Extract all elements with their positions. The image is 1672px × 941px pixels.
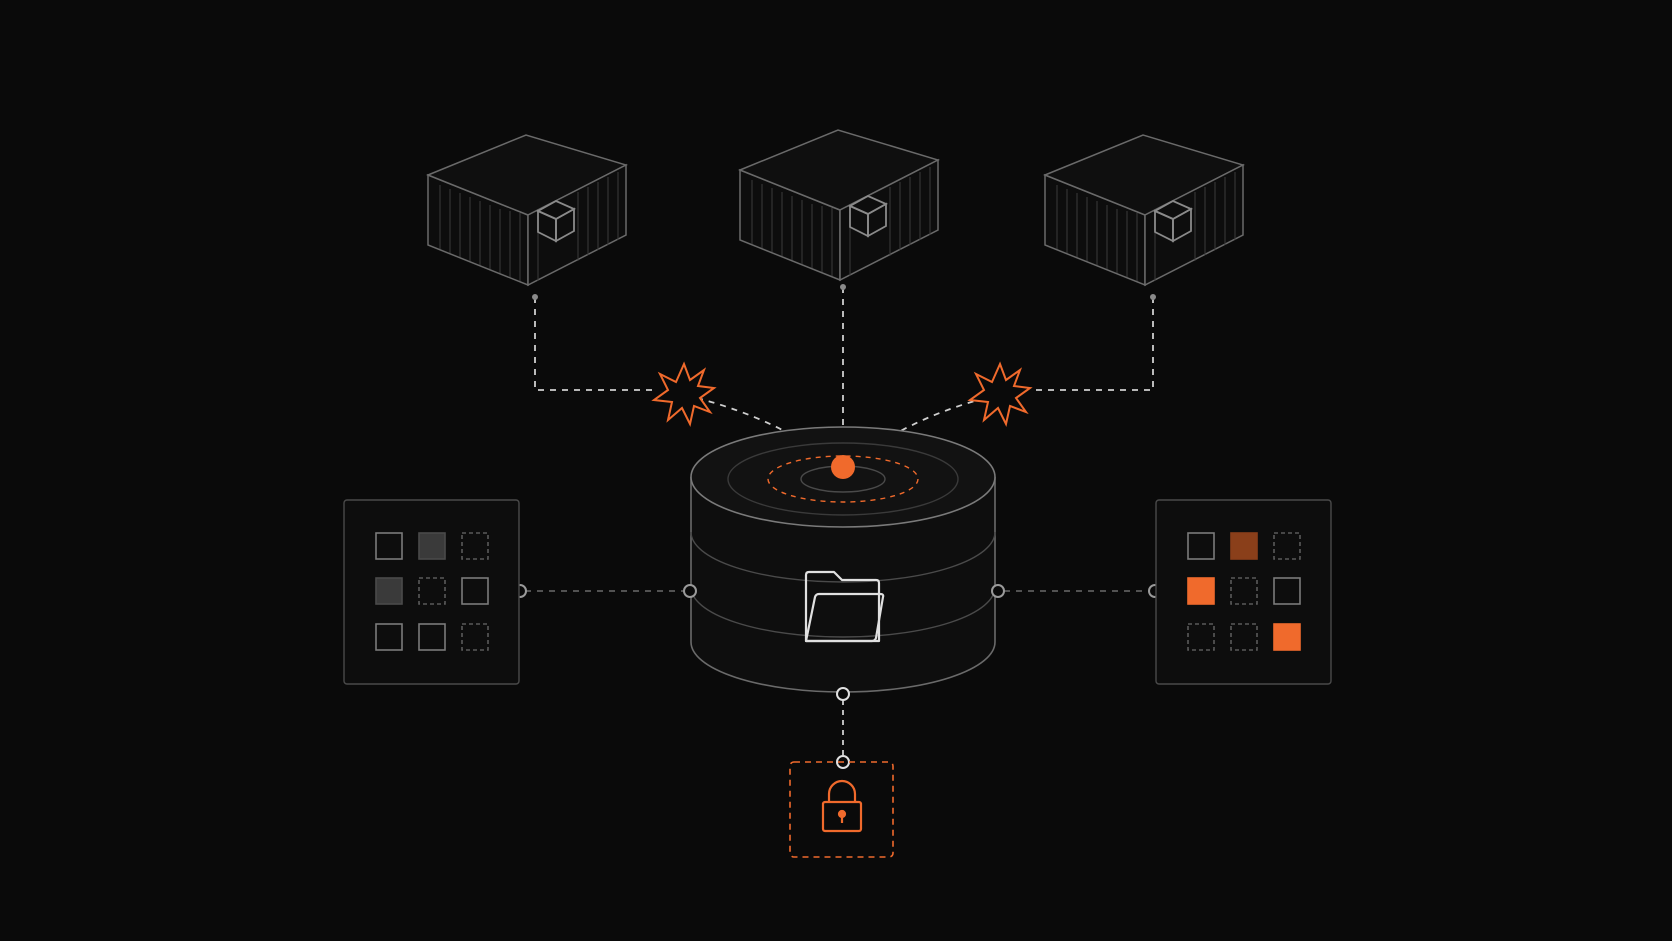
contention-node [831, 455, 855, 479]
left-grid-panel [343, 499, 520, 685]
grid-cell [1273, 577, 1301, 605]
grid-cell [1230, 577, 1258, 605]
grid-cell [375, 577, 403, 605]
grid-cell [418, 623, 446, 651]
container-center [739, 129, 939, 281]
grid-cell [418, 577, 446, 605]
container-anchor-dots [532, 284, 1156, 300]
lock-connector [836, 687, 850, 769]
grid-cell [375, 623, 403, 651]
right-grid-panel [1155, 499, 1332, 685]
grid-cell [1273, 623, 1301, 651]
grid-cell [418, 532, 446, 560]
grid-cell [1273, 532, 1301, 560]
grid-cell [461, 532, 489, 560]
grid-cell [1187, 577, 1215, 605]
grid-cell [375, 532, 403, 560]
grid-cell [1187, 532, 1215, 560]
side-connector-ports [513, 584, 1162, 598]
conflict-burst-icon-left [653, 363, 715, 425]
grid-cell [1230, 532, 1258, 560]
grid-cell [461, 577, 489, 605]
container-right [1044, 134, 1244, 286]
conflict-burst-icon-right [969, 363, 1031, 425]
padlock-icon [821, 779, 863, 833]
lock-box [789, 761, 894, 858]
grid-cell [1187, 623, 1215, 651]
container-left [427, 134, 627, 286]
folder-icon [804, 570, 885, 643]
grid-cell [461, 623, 489, 651]
grid-cell [1230, 623, 1258, 651]
